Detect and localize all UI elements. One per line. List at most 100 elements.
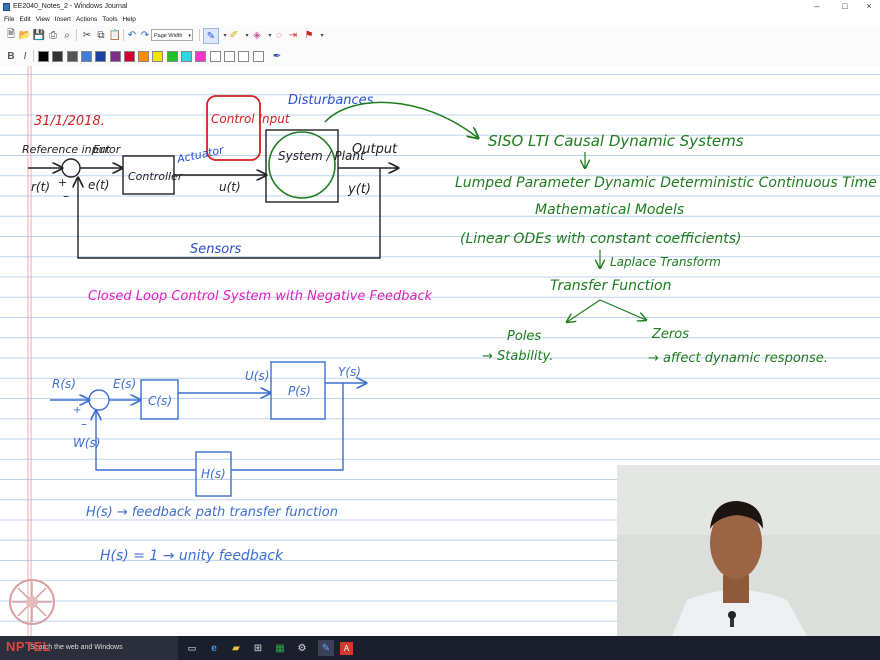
U-s-text: U(s) — [245, 369, 269, 383]
pen-color-swatch[interactable] — [223, 51, 235, 62]
insert-space-icon[interactable]: ⇥ — [288, 29, 298, 41]
pen-color-swatch[interactable] — [238, 51, 250, 62]
nptel-label: NPTEL — [6, 639, 52, 654]
menu-actions[interactable]: Actions — [75, 16, 98, 23]
unity-feedback-text: H(s) = 1 → unity feedback — [100, 548, 284, 564]
acrobat-icon[interactable]: A — [340, 642, 353, 655]
excel-icon[interactable]: ▦ — [275, 642, 285, 654]
error-text: Error — [93, 143, 122, 156]
pen-color-swatch[interactable] — [181, 51, 192, 62]
cut-icon[interactable]: ✂ — [82, 29, 92, 41]
eraser-icon[interactable]: ◈ — [253, 29, 261, 41]
pen-icon[interactable]: ✎ — [203, 28, 219, 44]
pen-color-swatch[interactable] — [95, 51, 107, 62]
presenter-figure — [617, 465, 880, 636]
edge-browser-icon[interactable]: e — [211, 642, 217, 654]
task-view-icon[interactable]: ▭ — [187, 642, 197, 653]
menu-tools[interactable]: Tools — [102, 16, 118, 23]
bold-icon[interactable]: B — [7, 50, 15, 62]
pen-color-swatch[interactable] — [66, 51, 78, 62]
E-s-text: E(s) — [113, 377, 136, 391]
settings-icon[interactable]: ⚙ — [297, 642, 307, 654]
C-s-text: C(s) — [148, 394, 172, 408]
close-button[interactable]: × — [866, 1, 872, 11]
copy-icon[interactable]: ⧉ — [97, 29, 105, 41]
affect-text: → affect dynamic response. — [648, 351, 828, 366]
presenter-video — [617, 465, 880, 636]
system-plant-text: System / Plant — [278, 149, 366, 163]
journal-app-icon — [3, 3, 10, 11]
undo-icon[interactable]: ↶ — [127, 29, 137, 41]
maximize-button[interactable]: □ — [842, 1, 848, 11]
closed-loop-text: Closed Loop Control System with Negative… — [88, 289, 433, 304]
pen-color-swatch[interactable] — [166, 51, 178, 62]
flag-icon[interactable]: ⚑ — [304, 29, 314, 41]
control-input-label: Control Input — [211, 112, 291, 126]
minus-sign-2: – — [81, 417, 87, 431]
pen-settings-icon[interactable]: ✒ — [272, 50, 282, 62]
file-explorer-icon[interactable]: ▰ — [232, 642, 240, 654]
pen-color-swatch[interactable] — [195, 51, 207, 62]
zoom-value: Page Width — [154, 33, 183, 39]
reference-input-text: Reference input — [22, 143, 111, 156]
system-plant-label: System / Plant — [278, 149, 366, 163]
pen-color-swatch[interactable] — [152, 51, 164, 62]
pen-color-swatch[interactable] — [52, 51, 64, 62]
disturbances-text: Disturbances — [288, 93, 374, 108]
menu-view[interactable]: View — [35, 16, 50, 23]
menu-insert[interactable]: Insert — [54, 16, 71, 23]
open-icon[interactable]: 📂 — [18, 29, 32, 41]
highlighter-icon[interactable]: ✐ — [229, 29, 239, 41]
r-t-text: r(t) — [31, 180, 50, 194]
pen-color-swatch[interactable] — [80, 51, 92, 62]
journal-taskbar-icon[interactable]: ✎ — [318, 640, 334, 656]
control-input-text: Control Input — [211, 112, 291, 126]
search-placeholder: Search the web and Windows — [30, 644, 123, 651]
controller-text: Controller — [128, 170, 184, 183]
menu-help[interactable]: Help — [122, 16, 136, 23]
new-note-icon[interactable]: 🗎 — [6, 28, 16, 40]
redo-icon[interactable]: ↷ — [140, 29, 150, 41]
store-icon[interactable]: ⊞ — [253, 642, 263, 654]
italic-icon[interactable]: I — [23, 50, 27, 62]
pen-dropdown-icon[interactable]: ▾ — [223, 32, 227, 39]
zoom-select[interactable]: Page Width ▾ — [151, 29, 193, 41]
lasso-icon[interactable]: ◌ — [276, 29, 282, 41]
output-text: Output — [352, 142, 398, 157]
P-s-text: P(s) — [288, 384, 311, 398]
standard-toolbar: 🗎 📂 💾 ⎙ ⌕ ✂ ⧉ 📋 ↶ ↷ Page Width▾ ✎ ▾ ✐ ▾ … — [0, 25, 880, 47]
highlighter-dropdown-icon[interactable]: ▾ — [245, 32, 249, 39]
stability-text: → Stability. — [482, 349, 553, 364]
pen-color-swatch[interactable] — [109, 51, 121, 62]
plus-sign-2: + — [73, 405, 81, 416]
search-box[interactable]: Search the web and Windows — [0, 636, 178, 660]
menu-file[interactable]: File — [4, 16, 15, 23]
menu-edit[interactable]: Edit — [19, 16, 31, 23]
windows-taskbar: Search the web and Windows ▭ e ▰ ⊞ ▦ ⚙ ✎… — [0, 636, 880, 660]
save-icon[interactable]: 💾 — [32, 29, 46, 41]
plus-sign: + — [58, 176, 67, 189]
R-s-text: R(s) — [52, 377, 76, 391]
minimize-button[interactable]: – — [814, 1, 820, 11]
pen-color-swatch[interactable] — [209, 51, 221, 62]
siso-text: SISO LTI Causal Dynamic Systems — [488, 132, 744, 150]
pen-color-swatch[interactable] — [138, 51, 150, 62]
find-icon[interactable]: ⌕ — [64, 29, 70, 41]
pen-color-swatch[interactable] — [252, 51, 264, 62]
flag-dropdown-icon[interactable]: ▾ — [320, 32, 324, 39]
print-icon[interactable]: ⎙ — [49, 29, 57, 41]
pen-color-swatch[interactable] — [38, 51, 49, 62]
paste-icon[interactable]: 📋 — [108, 29, 122, 41]
W-s-text: W(s) — [73, 436, 100, 450]
nptel-logo — [9, 579, 55, 625]
chevron-down-icon: ▾ — [188, 33, 191, 39]
sensors-text: Sensors — [190, 242, 242, 257]
e-t-text: e(t) — [88, 178, 109, 192]
transfer-function-text: Transfer Function — [550, 278, 671, 294]
linear-odes-text: (Linear ODEs with constant coefficients) — [460, 231, 741, 247]
eraser-dropdown-icon[interactable]: ▾ — [268, 32, 272, 39]
pen-color-swatch[interactable] — [123, 51, 135, 62]
pen-toolbar: B I ✒ — [0, 46, 880, 67]
zeros-text: Zeros — [651, 327, 689, 342]
u-t-text: u(t) — [219, 180, 241, 194]
